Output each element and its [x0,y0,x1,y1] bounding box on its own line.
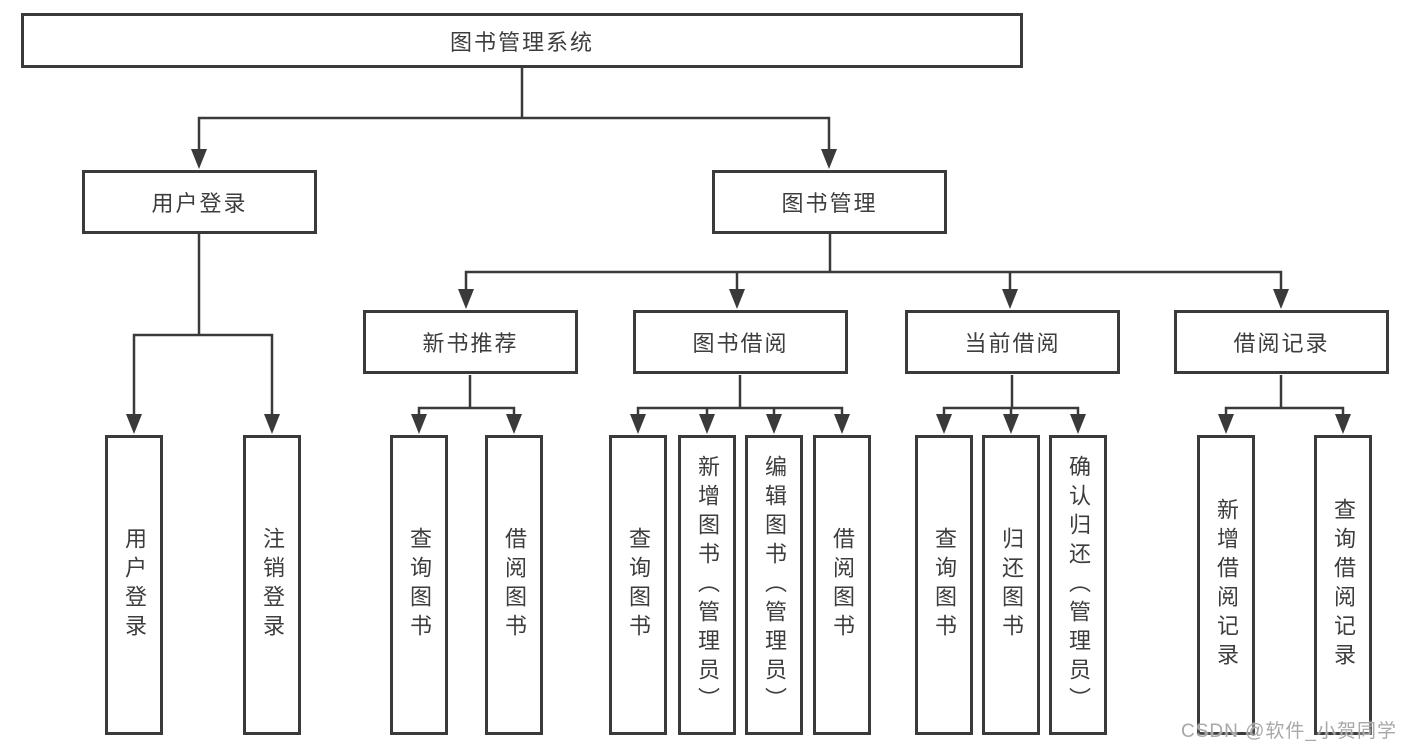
node-user-login: 用户登录 [82,170,317,234]
leaf-confirm-return-admin: 确认归还（管理员） [1049,435,1107,735]
leaf-add-borrow-record-label: 新增借阅记录 [1214,498,1239,672]
node-user-login-label: 用户登录 [151,191,248,216]
node-current-borrow-label: 当前借阅 [964,331,1061,356]
node-borrow-records: 借阅记录 [1174,310,1389,374]
node-current-borrow: 当前借阅 [905,310,1120,374]
leaf-query-books-current-label: 查询图书 [932,527,957,643]
leaf-query-books-borrow: 查询图书 [609,435,667,735]
leaf-query-books-recommend-label: 查询图书 [407,527,432,643]
leaf-borrow-books-recommend: 借阅图书 [485,435,543,735]
node-new-book-recommend-label: 新书推荐 [422,331,519,356]
leaf-user-login-label: 用户登录 [122,527,147,643]
leaf-query-borrow-record: 查询借阅记录 [1314,435,1372,735]
leaf-confirm-return-admin-label: 确认归还（管理员） [1066,454,1091,716]
leaf-return-book: 归还图书 [982,435,1040,735]
node-book-management-label: 图书管理 [781,191,878,216]
node-book-borrow: 图书借阅 [633,310,848,374]
root-node: 图书管理系统 [21,13,1023,68]
leaf-return-book-label: 归还图书 [999,527,1024,643]
leaf-query-borrow-record-label: 查询借阅记录 [1331,498,1356,672]
leaf-query-books-recommend: 查询图书 [390,435,448,735]
node-borrow-records-label: 借阅记录 [1233,331,1330,356]
root-node-label: 图书管理系统 [449,29,594,55]
arrowheads [126,149,1351,434]
leaf-user-login: 用户登录 [105,435,163,735]
leaf-edit-book-admin: 编辑图书（管理员） [745,435,803,735]
leaf-borrow-books: 借阅图书 [813,435,871,735]
leaf-add-book-admin: 新增图书（管理员） [678,435,736,735]
csdn-watermark: CSDN @软件_小贺同学 [1181,721,1397,742]
leaf-add-borrow-record: 新增借阅记录 [1197,435,1255,735]
leaf-borrow-books-label: 借阅图书 [830,527,855,643]
node-book-management: 图书管理 [712,170,947,234]
leaf-edit-book-admin-label: 编辑图书（管理员） [762,454,787,716]
leaf-borrow-books-recommend-label: 借阅图书 [502,527,527,643]
node-new-book-recommend: 新书推荐 [363,310,578,374]
leaf-query-books-borrow-label: 查询图书 [626,527,651,643]
node-book-borrow-label: 图书借阅 [692,331,789,356]
leaf-logout: 注销登录 [243,435,301,735]
leaf-add-book-admin-label: 新增图书（管理员） [695,454,720,716]
leaf-logout-label: 注销登录 [260,527,285,643]
leaf-query-books-current: 查询图书 [915,435,973,735]
